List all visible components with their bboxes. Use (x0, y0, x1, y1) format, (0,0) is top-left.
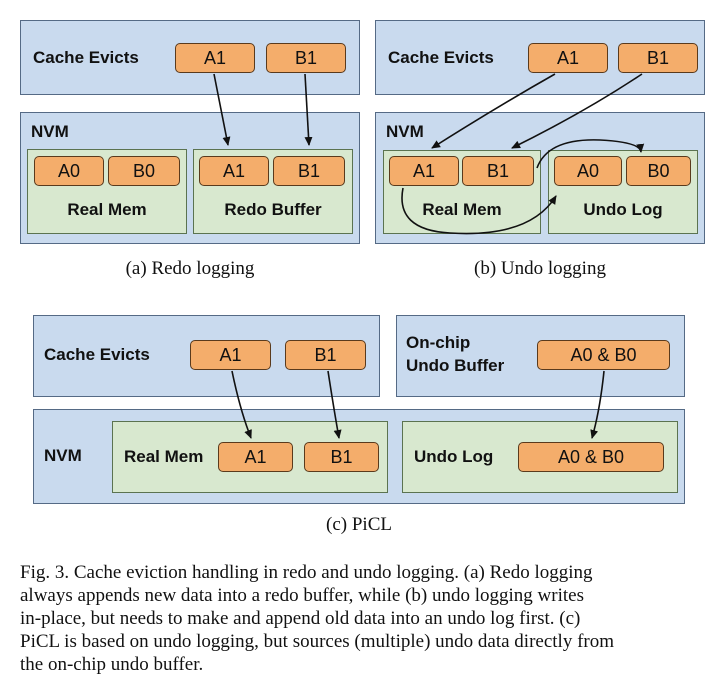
figure-caption: Fig. 3. Cache eviction handling in redo … (20, 561, 705, 676)
a-caption: (a) Redo logging (125, 258, 255, 279)
b-cache-evicts-label: Cache Evicts (388, 48, 494, 67)
b-cache-chip-a1: A1 (528, 43, 608, 73)
a-real-mem-chip-b0: B0 (108, 156, 180, 186)
c-onchip-label-2: Undo Buffer (406, 356, 505, 375)
figure-caption-line-1: Fig. 3. Cache eviction handling in redo … (20, 562, 593, 583)
a-real-mem-label: Real Mem (67, 200, 147, 219)
c-cache-chip-a1: A1 (190, 340, 271, 370)
c-undo-log-chip: A0 & B0 (518, 442, 664, 472)
a-real-mem-chip-a0: A0 (34, 156, 104, 186)
b-nvm-label: NVM (386, 122, 424, 141)
figure-caption-line-5: the on-chip undo buffer. (20, 654, 204, 675)
c-undo-log-label: Undo Log (414, 447, 494, 466)
b-undo-log-label: Undo Log (583, 200, 663, 219)
b-real-mem-chip-a1: A1 (389, 156, 459, 186)
c-onchip-label-1: On-chip (406, 333, 471, 352)
c-caption: (c) PiCL (326, 514, 392, 535)
c-real-mem-chip-b1: B1 (304, 442, 379, 472)
a-cache-chip-b1: B1 (266, 43, 346, 73)
c-real-mem-chip-a1: A1 (218, 442, 293, 472)
c-real-mem-label: Real Mem (124, 447, 204, 466)
a-redo-chip-a1: A1 (199, 156, 269, 186)
c-cache-chip-b1: B1 (285, 340, 366, 370)
figure-caption-line-4: PiCL is based on undo logging, but sourc… (20, 631, 615, 652)
b-real-mem-chip-b1: B1 (462, 156, 534, 186)
figure-caption-line-3: in-place, but needs to make and append o… (20, 608, 581, 629)
b-undo-chip-a0: A0 (554, 156, 622, 186)
b-undo-chip-b0: B0 (626, 156, 691, 186)
c-cache-evicts-label: Cache Evicts (44, 345, 150, 364)
b-cache-chip-b1: B1 (618, 43, 698, 73)
a-redo-chip-b1: B1 (273, 156, 345, 186)
c-onchip-chip: A0 & B0 (537, 340, 670, 370)
a-redo-buffer-label: Redo Buffer (224, 200, 322, 219)
b-caption: (b) Undo logging (474, 258, 606, 279)
a-cache-evicts-label: Cache Evicts (33, 48, 139, 67)
a-nvm-label: NVM (31, 122, 69, 141)
c-nvm-label: NVM (44, 446, 82, 465)
figure-caption-line-2: always appends new data into a redo buff… (20, 585, 584, 606)
b-real-mem-label: Real Mem (422, 200, 502, 219)
a-cache-chip-a1: A1 (175, 43, 255, 73)
